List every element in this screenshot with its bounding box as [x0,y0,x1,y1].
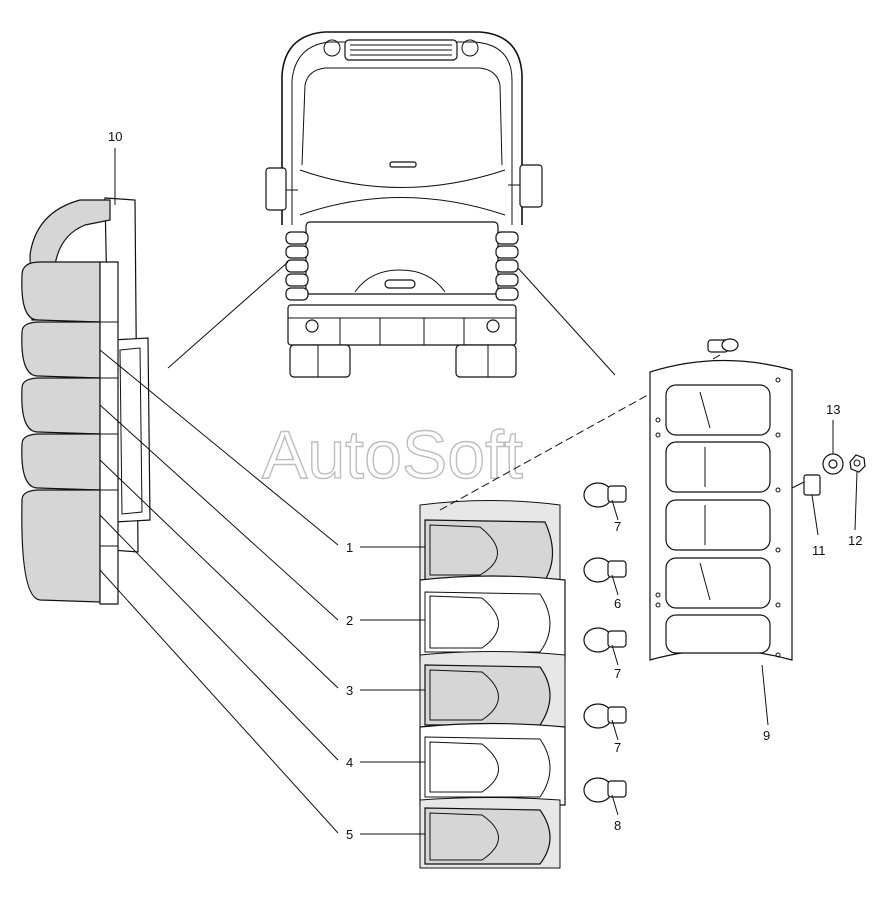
leader-right [517,267,616,376]
callout-8: 8 [614,818,621,833]
callout-6: 6 [614,596,621,611]
callout-5: 5 [346,827,353,842]
callout-9: 9 [763,728,770,743]
bulbs [583,482,627,816]
callout-7-middle: 7 [614,666,621,681]
callout-13: 13 [826,402,840,417]
leader-left [167,261,289,369]
fasteners [791,420,866,536]
callout-4: 4 [346,755,353,770]
watermark: AutoSoft [262,417,523,493]
lamp-housing [649,338,793,726]
callout-12: 12 [848,533,862,548]
callout-10: 10 [108,129,122,144]
exploded-lenses [419,500,566,869]
truck-front-view [265,31,543,378]
callout-11: 11 [812,543,826,558]
assembled-lamp-unit [21,197,151,605]
callout-7-top: 7 [614,519,621,534]
callout-2: 2 [346,613,353,628]
callout-labels: 1 2 3 4 5 6 7 7 7 8 9 10 11 12 13 [108,129,862,842]
left-leader-lines [99,148,339,834]
lens-leader-stubs [360,546,425,835]
callout-3: 3 [346,683,353,698]
callout-7-bottom: 7 [614,740,621,755]
callout-1: 1 [346,540,353,555]
